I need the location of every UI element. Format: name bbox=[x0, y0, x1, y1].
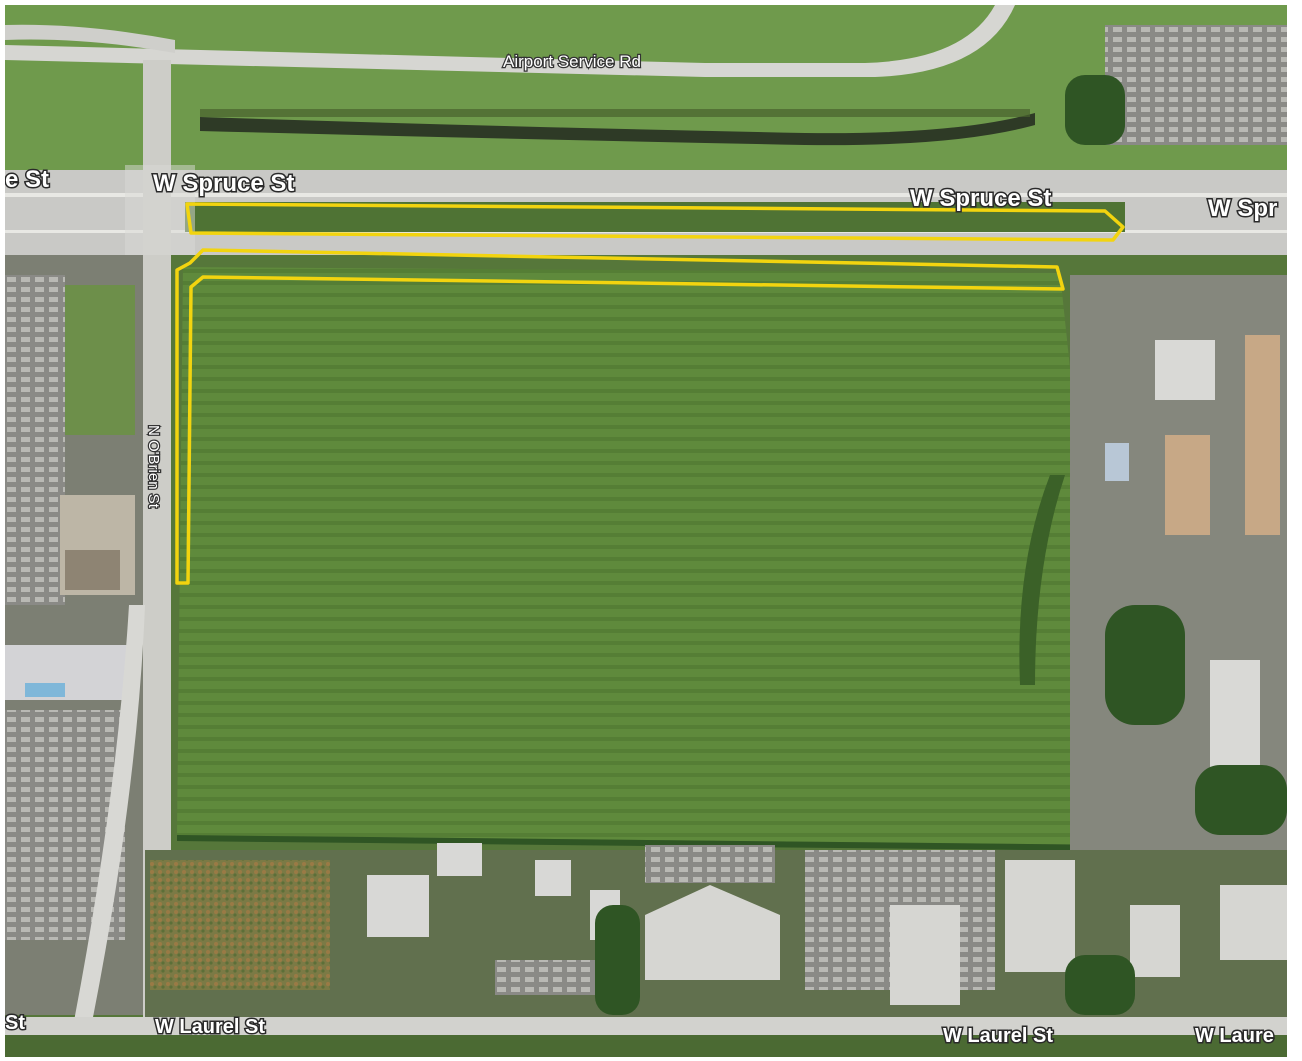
field-swale bbox=[1019, 475, 1065, 685]
label-spruce-main: W Spruce St bbox=[153, 170, 294, 197]
aerial-map[interactable]: Airport Service Rd e St W Spruce St W Sp… bbox=[5, 5, 1287, 1057]
parking-lot-northeast bbox=[1105, 25, 1287, 145]
building-south-1 bbox=[367, 875, 429, 937]
crosswalk bbox=[125, 165, 195, 255]
label-laurel-right-cut: W Laure bbox=[1195, 1025, 1274, 1047]
label-spruce-left-cut: e St bbox=[5, 166, 49, 193]
building-west-3 bbox=[5, 645, 130, 700]
label-n-obrien-st: N O'Brien St bbox=[145, 425, 162, 509]
pool-west bbox=[25, 683, 65, 697]
label-laurel-main: W Laurel St bbox=[155, 1016, 265, 1038]
parcel-outline-spruce-median bbox=[185, 202, 1125, 242]
building-south-8 bbox=[1130, 905, 1180, 977]
building-south-7 bbox=[1005, 860, 1075, 972]
field-tree-line bbox=[177, 835, 1120, 851]
w-laurel-st bbox=[5, 1017, 1287, 1035]
n-obrien-st-curve bbox=[67, 605, 145, 1057]
parking-lot-west-1 bbox=[5, 275, 65, 605]
aerial-map-canvas: Airport Service Rd e St W Spruce St W Sp… bbox=[5, 5, 1287, 1057]
building-south-6 bbox=[890, 905, 960, 1005]
building-east-2 bbox=[1245, 335, 1280, 535]
tree-cluster-northeast bbox=[1065, 75, 1125, 145]
canal bbox=[200, 113, 1035, 146]
building-east-1 bbox=[1155, 340, 1215, 400]
label-airport-service-rd: Airport Service Rd bbox=[503, 52, 641, 71]
parking-south-1 bbox=[645, 845, 775, 883]
label-laurel-left-cut: St bbox=[5, 1012, 25, 1034]
building-east-5 bbox=[1210, 660, 1260, 780]
trees-south bbox=[595, 905, 640, 1015]
building-south-3 bbox=[535, 860, 571, 896]
marsh-southwest bbox=[150, 860, 330, 990]
trees-south-2 bbox=[1065, 955, 1135, 1015]
parcel-outline-main bbox=[175, 248, 1065, 585]
trees-east bbox=[1105, 605, 1185, 725]
label-spruce-right-cut: W Spr bbox=[1208, 195, 1277, 222]
trees-east-2 bbox=[1195, 765, 1287, 835]
w-spruce-st-median bbox=[5, 193, 1287, 197]
building-east-4 bbox=[1105, 443, 1129, 481]
label-spruce-right: W Spruce St bbox=[910, 185, 1051, 212]
building-east-3 bbox=[1165, 435, 1210, 535]
green-strip-west bbox=[65, 285, 135, 435]
building-south-2 bbox=[437, 843, 482, 876]
parking-south-3 bbox=[495, 960, 595, 995]
label-laurel-right: W Laurel St bbox=[943, 1025, 1053, 1047]
main-field bbox=[177, 267, 1120, 845]
canal-bank bbox=[200, 109, 1030, 117]
w-laurel-st-verge bbox=[5, 1035, 1287, 1057]
airport-ramp bbox=[5, 24, 175, 53]
building-south-5 bbox=[645, 885, 780, 980]
airport-service-rd bbox=[5, 5, 1015, 77]
building-south-9 bbox=[1220, 885, 1287, 960]
building-west-2 bbox=[65, 550, 120, 590]
